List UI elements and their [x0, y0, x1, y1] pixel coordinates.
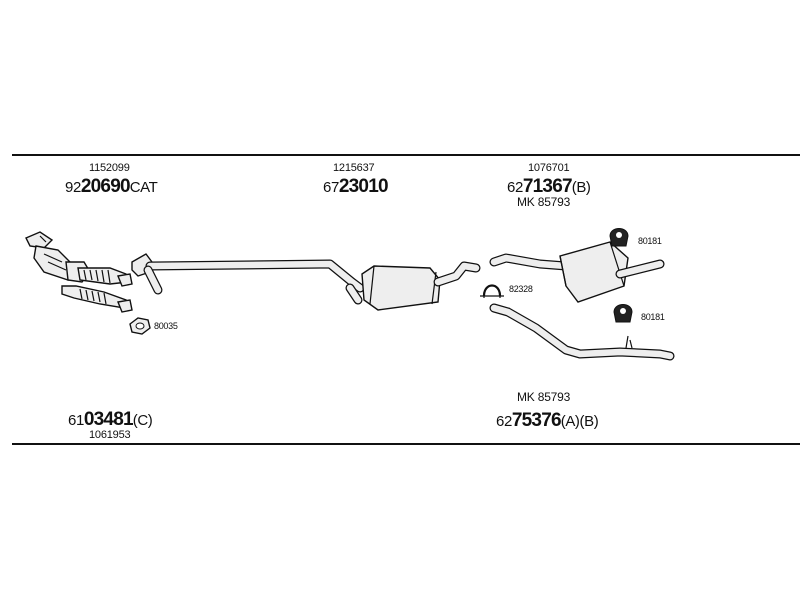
- rear-silencer-mk: MK 85793: [517, 195, 571, 209]
- front-pipe-ref: 1152099: [89, 162, 130, 174]
- mount-bottom-label: 80181: [641, 312, 665, 322]
- tail-pipe-mk: MK 85793: [517, 390, 571, 404]
- catalyst-code: 6103481(C): [68, 409, 153, 430]
- rear-silencer-code: 6271367(B): [507, 176, 591, 197]
- middle-silencer-ref: 1215637: [333, 162, 375, 174]
- mount-top-label: 80181: [638, 236, 662, 246]
- middle-silencer-code: 6723010: [323, 176, 389, 197]
- gasket-label: 80035: [154, 321, 178, 331]
- catalyst-part[interactable]: [25, 231, 91, 283]
- tail-pipe-code: 6275376(A)(B): [496, 410, 599, 431]
- bottom-rule: [12, 443, 800, 445]
- clamp-label: 82328: [509, 284, 533, 294]
- mount-top-part[interactable]: [609, 228, 629, 247]
- mount-bottom-part[interactable]: [613, 304, 633, 323]
- top-rule: [12, 154, 800, 156]
- gasket-part[interactable]: [129, 317, 151, 335]
- front-pipe-part[interactable]: [61, 267, 133, 313]
- catalyst-ref: 1061953: [89, 429, 131, 441]
- clamp-part[interactable]: [480, 284, 504, 299]
- tail-pipe-part[interactable]: [489, 303, 675, 361]
- rear-silencer-part[interactable]: [489, 241, 665, 303]
- front-pipe-code: 9220690CAT: [65, 176, 158, 197]
- middle-silencer-part[interactable]: [131, 253, 481, 311]
- rear-silencer-ref: 1076701: [528, 162, 570, 174]
